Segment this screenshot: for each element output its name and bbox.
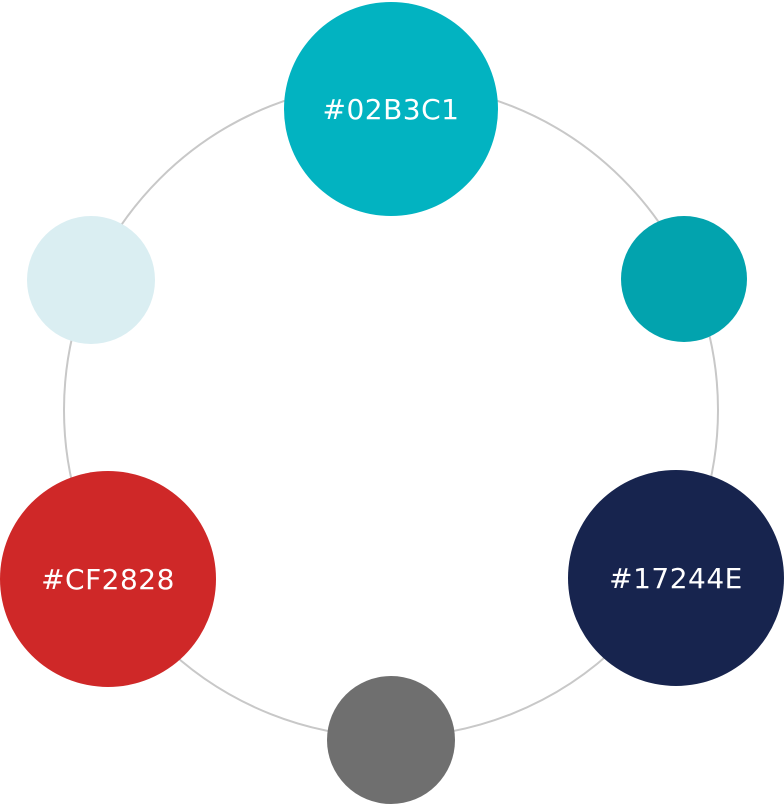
swatch-gray-small: [327, 676, 455, 804]
swatch-red-large: #CF2828: [0, 471, 216, 687]
swatch-circle: [621, 216, 747, 342]
swatch-circle: [327, 676, 455, 804]
swatch-teal-small: [621, 216, 747, 342]
swatch-circle: [284, 2, 498, 216]
swatch-circle: [27, 216, 155, 344]
swatch-hex-label: #CF2828: [41, 563, 175, 596]
swatch-pale-small: [27, 216, 155, 344]
swatch-circle: [0, 471, 216, 687]
swatch-hex-label: #17244E: [609, 562, 743, 595]
swatch-hex-label: #02B3C1: [323, 93, 460, 126]
swatch-circle: [568, 470, 784, 686]
swatch-navy-large: #17244E: [568, 470, 784, 686]
swatch-teal-large: #02B3C1: [284, 2, 498, 216]
